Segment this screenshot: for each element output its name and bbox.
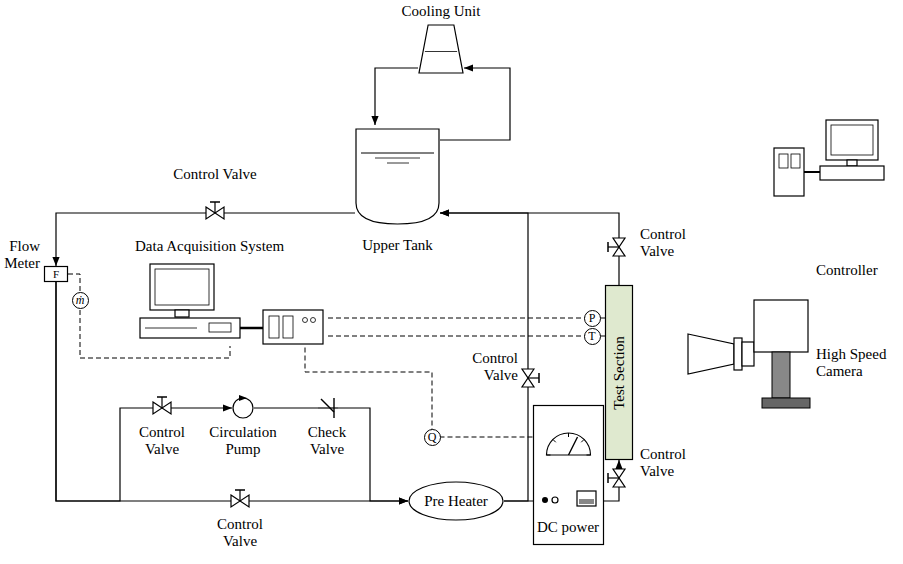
- control-valve-symbol: [608, 469, 625, 487]
- signal-tag: T: [584, 328, 601, 345]
- pipe-line: [56, 282, 408, 501]
- control-valve-symbol: [522, 369, 539, 387]
- control-valve-symbol: [206, 202, 224, 219]
- signal-tag: Q: [424, 429, 441, 446]
- cooling-unit: Cooling Unit: [418, 24, 464, 74]
- pipe-line: [56, 213, 355, 266]
- pipe-line: [254, 408, 408, 501]
- signal-line: [305, 346, 533, 437]
- node-label: Circulation Pump: [209, 424, 277, 458]
- controller: Controller: [770, 120, 888, 258]
- test-section: Test Section: [605, 285, 633, 460]
- controller-outline: [770, 120, 888, 258]
- node-label: F: [53, 266, 59, 283]
- node-label: Upper Tank: [362, 237, 433, 254]
- upper-tank-outline: [355, 125, 440, 225]
- node-label: Flow Meter: [4, 238, 40, 272]
- circulation-pump: Circulation Pump: [232, 397, 254, 419]
- cooling-unit-outline: [418, 24, 464, 74]
- signal-line: [327, 318, 605, 319]
- check-valve-symbol: [318, 398, 338, 418]
- node-label: Pre Heater: [424, 493, 488, 510]
- dc-power-supply: DC power: [533, 405, 604, 545]
- pre-heater: Pre Heater: [408, 481, 504, 521]
- flow-meter: Flow MeterF: [44, 266, 68, 282]
- signal-tag: P: [584, 310, 601, 327]
- upper-tank: Upper Tank: [355, 125, 440, 225]
- control-valve-symbol: [153, 397, 171, 414]
- pipe-line: [375, 68, 418, 125]
- pipe-line: [440, 68, 510, 140]
- node-label: Test Section: [611, 336, 628, 410]
- circulation-pump-outline: [232, 397, 254, 419]
- data-acquisition-system: Data Acquisition System: [135, 262, 327, 346]
- high-speed-camera-outline: [688, 296, 812, 414]
- pipe-line: [440, 213, 528, 501]
- component-label: Control Valve: [640, 446, 686, 480]
- component-label: Control Valve: [640, 226, 686, 260]
- control-valve-symbol: [231, 490, 249, 507]
- high-speed-camera: High Speed Camera: [688, 296, 812, 414]
- node-label: Data Acquisition System: [135, 238, 284, 255]
- component-label: Control Valve: [139, 424, 185, 458]
- component-label: Control Valve: [173, 166, 256, 183]
- component-label: Check Valve: [308, 424, 346, 458]
- signal-tag: ṁ: [72, 292, 89, 309]
- pipe-line: [440, 213, 619, 285]
- component-label: Control Valve: [217, 516, 263, 550]
- node-label: DC power: [537, 519, 599, 536]
- node-label: High Speed Camera: [816, 346, 898, 380]
- signal-line: [327, 336, 605, 337]
- control-valve-symbol: [608, 238, 625, 256]
- component-label: Control Valve: [472, 350, 518, 384]
- data-acquisition-system-outline: [135, 262, 327, 346]
- pipe-line: [56, 282, 232, 501]
- node-label: Cooling Unit: [402, 3, 481, 20]
- node-label: Controller: [816, 262, 878, 279]
